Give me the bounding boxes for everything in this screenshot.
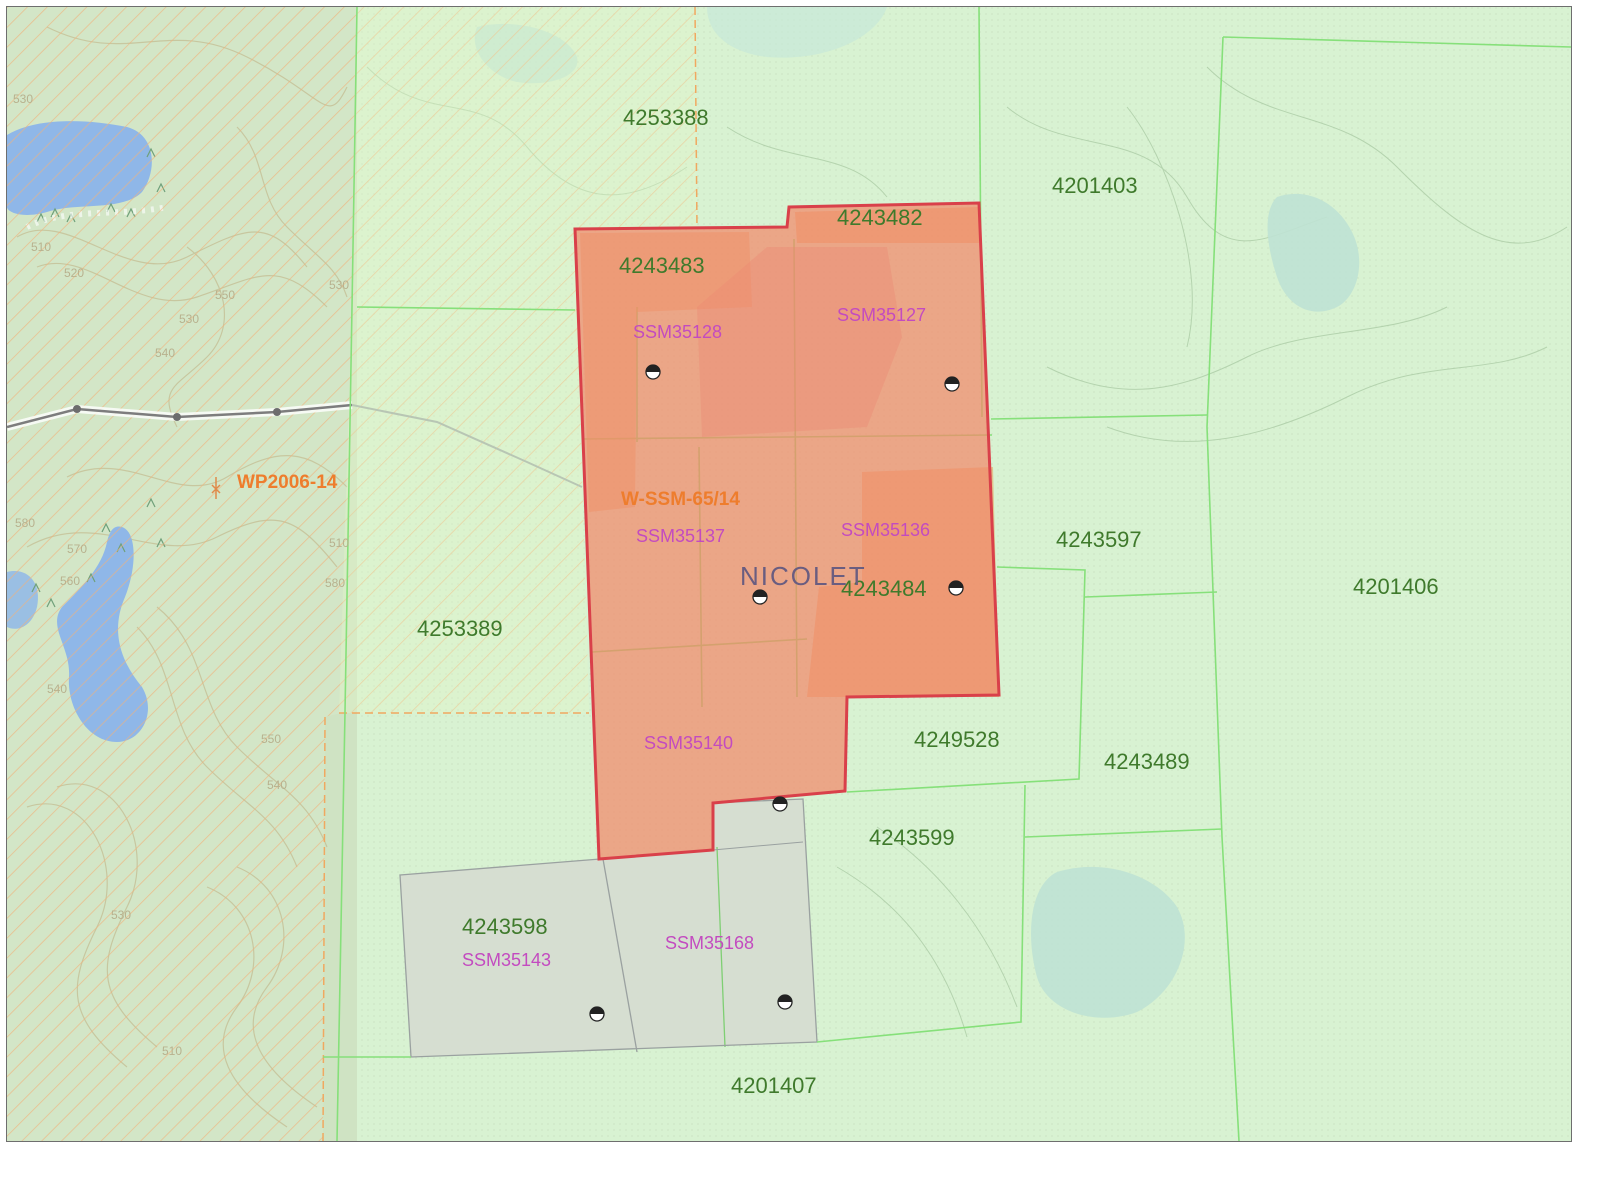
parcel-label: 4243482 <box>837 205 923 230</box>
claim-label: SSM35128 <box>633 322 722 342</box>
parcel-label: 4243597 <box>1056 527 1142 552</box>
svg-text:540: 540 <box>155 346 175 360</box>
map-canvas[interactable]: 510 520 530 530 540 550 570 560 510 580 … <box>7 7 1571 1141</box>
parcel-label: 4243598 <box>462 914 548 939</box>
svg-text:540: 540 <box>47 682 67 696</box>
claim-label: SSM35127 <box>837 305 926 325</box>
parcel-label: 4243484 <box>841 576 927 601</box>
svg-text:550: 550 <box>261 732 281 746</box>
claim-label: SSM35168 <box>665 933 754 953</box>
claim-markers <box>589 364 964 1022</box>
svg-text:520: 520 <box>64 266 84 280</box>
parcel-label: 4249528 <box>914 727 1000 752</box>
permit-label-wssm: W-SSM-65/14 <box>621 489 740 510</box>
contour-labels: 510 520 530 530 540 550 570 560 510 580 … <box>13 92 349 1058</box>
claim-labels: SSM35128 SSM35127 SSM35137 SSM35136 SSM3… <box>462 305 930 970</box>
claim-label: SSM35143 <box>462 950 551 970</box>
parcel-labels: 4253388 4201403 4243482 4243483 4253389 … <box>417 105 1439 1098</box>
parcel-label: 4201403 <box>1052 173 1138 198</box>
parcel-label: 4243483 <box>619 253 705 278</box>
parcel-label: 4201406 <box>1353 574 1439 599</box>
mine-claim-marker-icon[interactable] <box>645 364 661 380</box>
parcel-label: 4253389 <box>417 616 503 641</box>
hatched-permit-zone <box>7 7 698 1141</box>
pond-southeast <box>1031 866 1185 1018</box>
pond-northeast <box>1267 193 1360 312</box>
svg-text:550: 550 <box>215 288 235 302</box>
parcel-label: 4201407 <box>731 1073 817 1098</box>
svg-text:510: 510 <box>162 1044 182 1058</box>
svg-text:530: 530 <box>111 908 131 922</box>
svg-text:540: 540 <box>267 778 287 792</box>
mine-symbol-icon <box>211 477 221 499</box>
parcel-label: 4243489 <box>1104 749 1190 774</box>
svg-text:530: 530 <box>329 278 349 292</box>
mine-claim-marker-icon[interactable] <box>589 1006 605 1022</box>
mine-claim-marker-icon[interactable] <box>772 796 788 812</box>
permit-area-polygon[interactable] <box>573 201 1001 861</box>
parcel-label: 4243599 <box>869 825 955 850</box>
mine-claim-marker-icon[interactable] <box>752 589 768 605</box>
claim-label: SSM35137 <box>636 526 725 546</box>
svg-text:560: 560 <box>60 574 80 588</box>
township-label: NICOLET <box>740 561 867 591</box>
mine-claim-marker-icon[interactable] <box>777 994 793 1010</box>
mine-claim-marker-icon[interactable] <box>948 580 964 596</box>
svg-text:530: 530 <box>13 92 33 106</box>
svg-text:510: 510 <box>329 536 349 550</box>
claim-label: SSM35140 <box>644 733 733 753</box>
svg-text:510: 510 <box>31 240 51 254</box>
parcel-label: 4253388 <box>623 105 709 130</box>
mine-claim-marker-icon[interactable] <box>944 376 960 392</box>
svg-text:580: 580 <box>15 516 35 530</box>
road-line <box>7 401 583 488</box>
svg-text:570: 570 <box>67 542 87 556</box>
svg-text:580: 580 <box>325 576 345 590</box>
svg-text:530: 530 <box>179 312 199 326</box>
claim-label: SSM35136 <box>841 520 930 540</box>
map-view[interactable]: 510 520 530 530 540 550 570 560 510 580 … <box>6 6 1572 1142</box>
permit-label-wp: WP2006-14 <box>237 472 338 493</box>
